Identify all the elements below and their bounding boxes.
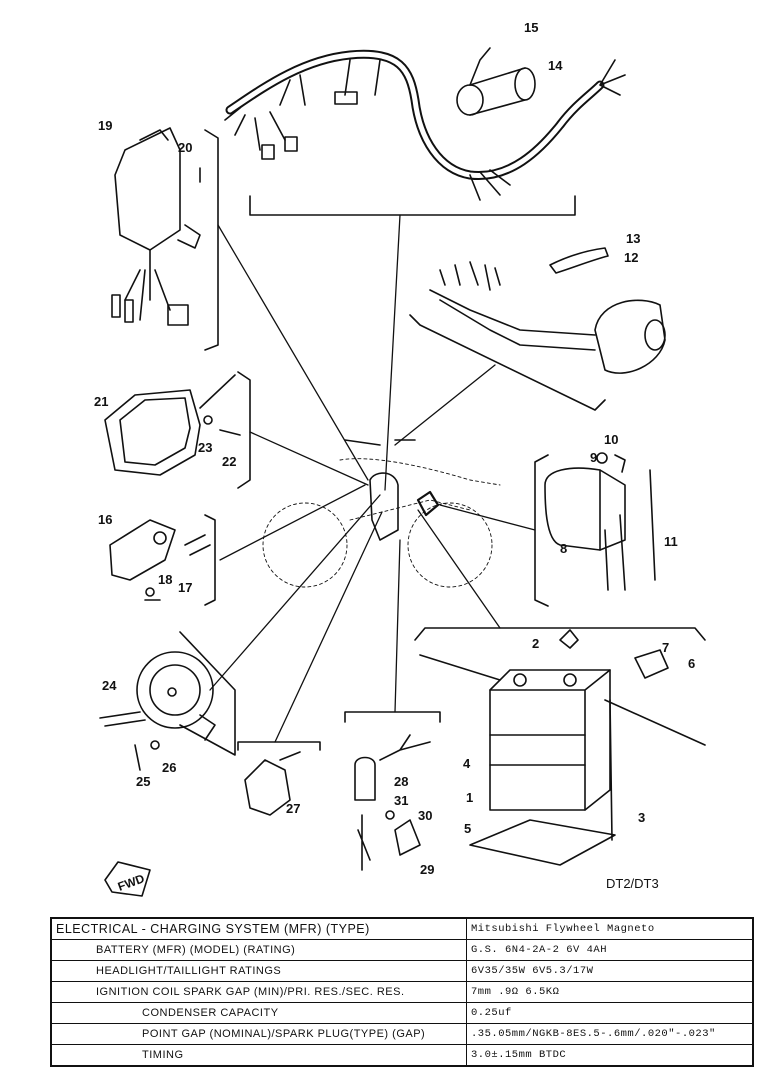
starter-bracket xyxy=(534,454,549,607)
spec-label: POINT GAP (NOMINAL)/SPARK PLUG(TYPE) (GA… xyxy=(50,1023,467,1045)
electrical-spec-table: ELECTRICAL - CHARGING SYSTEM (MFR) (TYPE… xyxy=(50,917,754,1067)
callout-18: 18 xyxy=(158,572,172,587)
forward-arrow xyxy=(104,861,151,897)
spec-label: IGNITION COIL SPARK GAP (MIN)/PRI. RES./… xyxy=(50,981,467,1003)
callout-labels: 1 2 3 4 5 6 7 8 9 10 11 12 13 14 15 16 1… xyxy=(94,20,695,877)
spec-row: CONDENSER CAPACITY 0.25uf xyxy=(50,1002,754,1024)
spec-row: HEADLIGHT/TAILLIGHT RATINGS 6V35/35W 6V5… xyxy=(50,960,754,982)
callout-2: 2 xyxy=(532,636,539,651)
callout-3: 3 xyxy=(638,810,645,825)
callout-29: 29 xyxy=(420,862,434,877)
ignition-coil xyxy=(456,47,536,116)
callout-22: 22 xyxy=(222,454,236,469)
center-junction xyxy=(344,439,440,541)
callout-20: 20 xyxy=(178,140,192,155)
points-assembly xyxy=(354,734,431,871)
callout-5: 5 xyxy=(464,821,471,836)
spec-value: 7mm .9Ω 6.5KΩ xyxy=(466,981,754,1003)
spec-row: IGNITION COIL SPARK GAP (MIN)/PRI. RES./… xyxy=(50,981,754,1003)
regulator-bracket xyxy=(237,371,251,489)
forward-label: FWD xyxy=(116,871,147,894)
callout-27: 27 xyxy=(286,801,300,816)
main-switch xyxy=(111,127,201,326)
spec-label: ELECTRICAL - CHARGING SYSTEM (MFR) (TYPE… xyxy=(50,917,467,940)
callout-30: 30 xyxy=(418,808,432,823)
callout-1: 1 xyxy=(466,790,473,805)
spec-row: POINT GAP (NOMINAL)/SPARK PLUG(TYPE) (GA… xyxy=(50,1023,754,1045)
spec-value: 3.0±.15mm BTDC xyxy=(466,1044,754,1067)
callout-13: 13 xyxy=(626,231,640,246)
spec-value: 6V35/35W 6V5.3/17W xyxy=(466,960,754,982)
plug-cap-bracket xyxy=(237,741,321,751)
rectifier-group xyxy=(109,519,211,601)
callout-7: 7 xyxy=(662,640,669,655)
callout-4: 4 xyxy=(463,756,471,771)
callout-14: 14 xyxy=(548,58,563,73)
spec-label: TIMING xyxy=(50,1044,467,1067)
callout-23: 23 xyxy=(198,440,212,455)
leader-lines xyxy=(209,214,536,743)
callout-25: 25 xyxy=(136,774,150,789)
callout-10: 10 xyxy=(604,432,618,447)
harness-bracket xyxy=(249,195,576,216)
horn-bracket xyxy=(179,631,236,756)
motorcycle-outline xyxy=(262,458,501,588)
callout-6: 6 xyxy=(688,656,695,671)
spec-row: BATTERY (MFR) (MODEL) (RATING) G.S. 6N4-… xyxy=(50,939,754,961)
callout-28: 28 xyxy=(394,774,408,789)
rectifier-bracket xyxy=(204,514,216,606)
spec-value: .35.05mm/NGKB-8ES.5-.6mm/.020"-.023" xyxy=(466,1023,754,1045)
callout-12: 12 xyxy=(624,250,638,265)
callout-16: 16 xyxy=(98,512,112,527)
callout-9: 9 xyxy=(590,450,597,465)
callout-11: 11 xyxy=(664,534,678,549)
points-bracket xyxy=(344,711,441,723)
spec-label: BATTERY (MFR) (MODEL) (RATING) xyxy=(50,939,467,961)
callout-21: 21 xyxy=(94,394,108,409)
switch-bracket xyxy=(204,129,219,351)
callout-17: 17 xyxy=(178,580,192,595)
regulator-unit xyxy=(104,374,241,476)
callout-8: 8 xyxy=(560,541,567,556)
model-label: DT2/DT3 xyxy=(606,876,659,891)
spec-value: G.S. 6N4-2A-2 6V 4AH xyxy=(466,939,754,961)
spec-value: 0.25uf xyxy=(466,1002,754,1024)
callout-26: 26 xyxy=(162,760,176,775)
callout-31: 31 xyxy=(394,793,408,808)
wire-harness xyxy=(224,49,626,201)
spec-row: ELECTRICAL - CHARGING SYSTEM (MFR) (TYPE… xyxy=(50,917,754,940)
battery xyxy=(419,629,706,866)
handlebar-bracket xyxy=(409,314,606,411)
spec-label: HEADLIGHT/TAILLIGHT RATINGS xyxy=(50,960,467,982)
callout-15: 15 xyxy=(524,20,538,35)
callout-24: 24 xyxy=(102,678,117,693)
callout-19: 19 xyxy=(98,118,112,133)
plug-cap xyxy=(244,751,301,816)
spec-value: Mitsubishi Flywheel Magneto xyxy=(466,917,754,940)
spec-row: TIMING 3.0±.15mm BTDC xyxy=(50,1044,754,1067)
battery-bracket xyxy=(414,627,706,641)
starter-unit xyxy=(544,452,656,591)
electrical-parts-diagram: 1 2 3 4 5 6 7 8 9 10 11 12 13 14 15 16 1… xyxy=(94,20,706,897)
horn xyxy=(99,651,216,771)
handlebar-switch xyxy=(429,247,666,374)
spec-label: CONDENSER CAPACITY xyxy=(50,1002,467,1024)
